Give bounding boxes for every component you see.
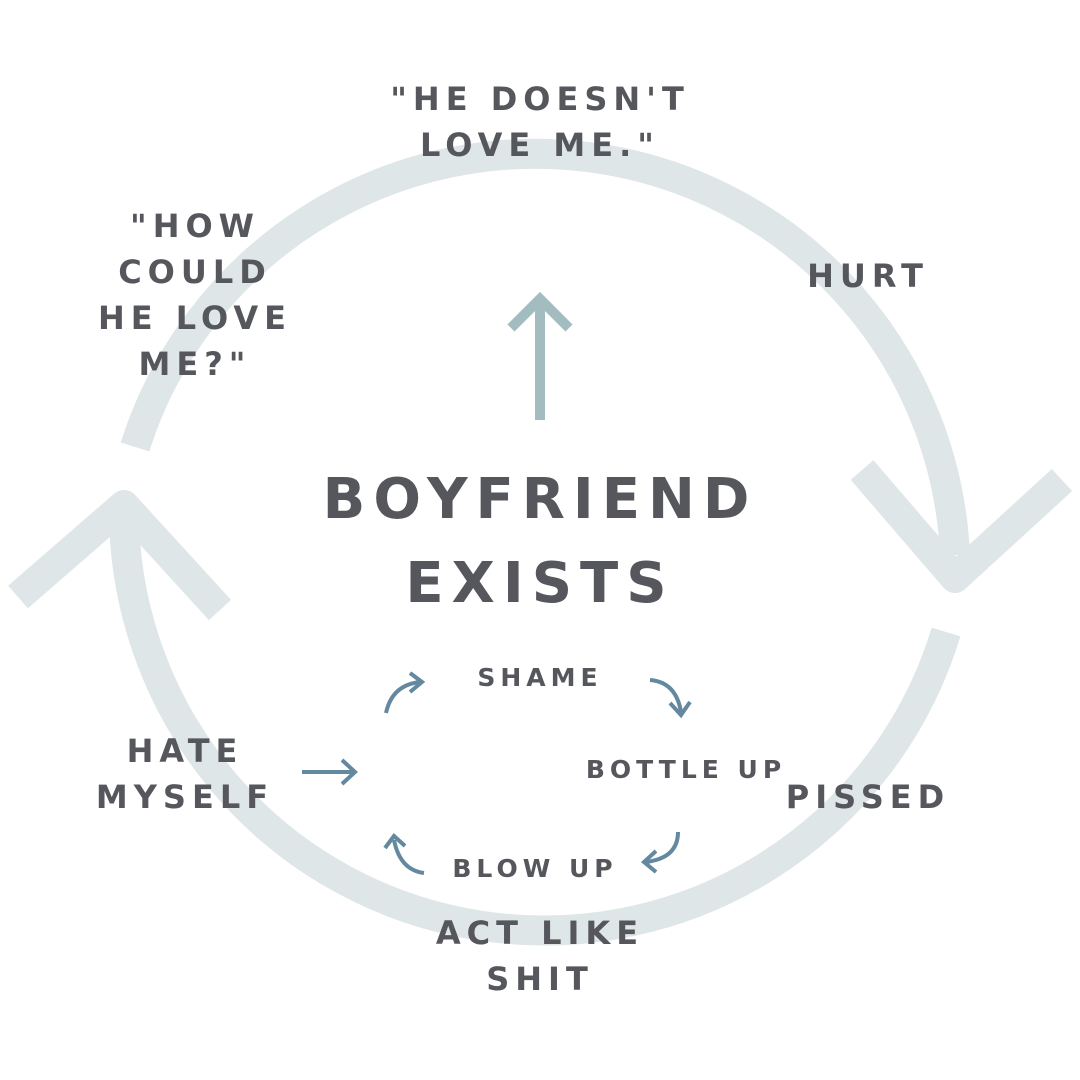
outer-step-line: "HOW [130, 207, 260, 245]
inner-step-label: SHAME [477, 663, 603, 692]
outer-ring-arc-top [120, 138, 970, 556]
inner-step-shame: SHAME [440, 663, 640, 693]
outer-step-pissed: PISSED [768, 774, 968, 820]
outer-step-line: LOVE ME." [420, 126, 660, 164]
curved-arrow-icon [383, 833, 425, 875]
arrow-right-icon [302, 758, 358, 786]
outer-step-line: PISSED [785, 778, 951, 816]
center-title-line-1: BOYFRIEND [322, 467, 758, 532]
outer-step-line: "HE DOESN'T [390, 80, 690, 118]
outer-step-hurt: HURT [768, 253, 968, 299]
inner-step-label: BLOW UP [452, 854, 618, 883]
outer-step-hate-myself: HATE MYSELF [70, 728, 300, 820]
outer-ring-arc-bottom [108, 504, 961, 946]
outer-step-line: HURT [807, 257, 929, 295]
center-title-line-2: EXISTS [405, 551, 675, 616]
curved-arrow-icon [640, 831, 680, 874]
curved-arrow-icon [649, 678, 692, 719]
inner-step-blow-up: BLOW UP [430, 854, 640, 884]
chevron-arrowhead-icon [8, 490, 232, 621]
inner-step-bottle-up: BOTTLE UP [576, 755, 796, 785]
chevron-arrowhead-icon [850, 460, 1073, 593]
outer-step-line: MYSELF [95, 778, 275, 816]
outer-step-act-like-shit: ACT LIKE SHIT [390, 910, 690, 1002]
outer-step-line: SHIT [486, 960, 594, 998]
outer-step-line: ME?" [138, 345, 252, 383]
outer-step-line: ACT LIKE [435, 914, 645, 952]
outer-step-how-could-he-love-me: "HOW COULD HE LOVE ME?" [80, 203, 310, 387]
outer-step-line: HE LOVE [98, 299, 292, 337]
outer-step-line: HATE [126, 732, 244, 770]
outer-step-line: COULD [118, 253, 272, 291]
inner-step-label: BOTTLE UP [585, 755, 787, 784]
outer-step-he-doesnt-love-me: "HE DOESN'T LOVE ME." [340, 76, 740, 168]
curved-arrow-icon [384, 671, 426, 714]
arrow-up-icon [507, 291, 573, 420]
center-title: BOYFRIEND EXISTS [290, 458, 790, 626]
